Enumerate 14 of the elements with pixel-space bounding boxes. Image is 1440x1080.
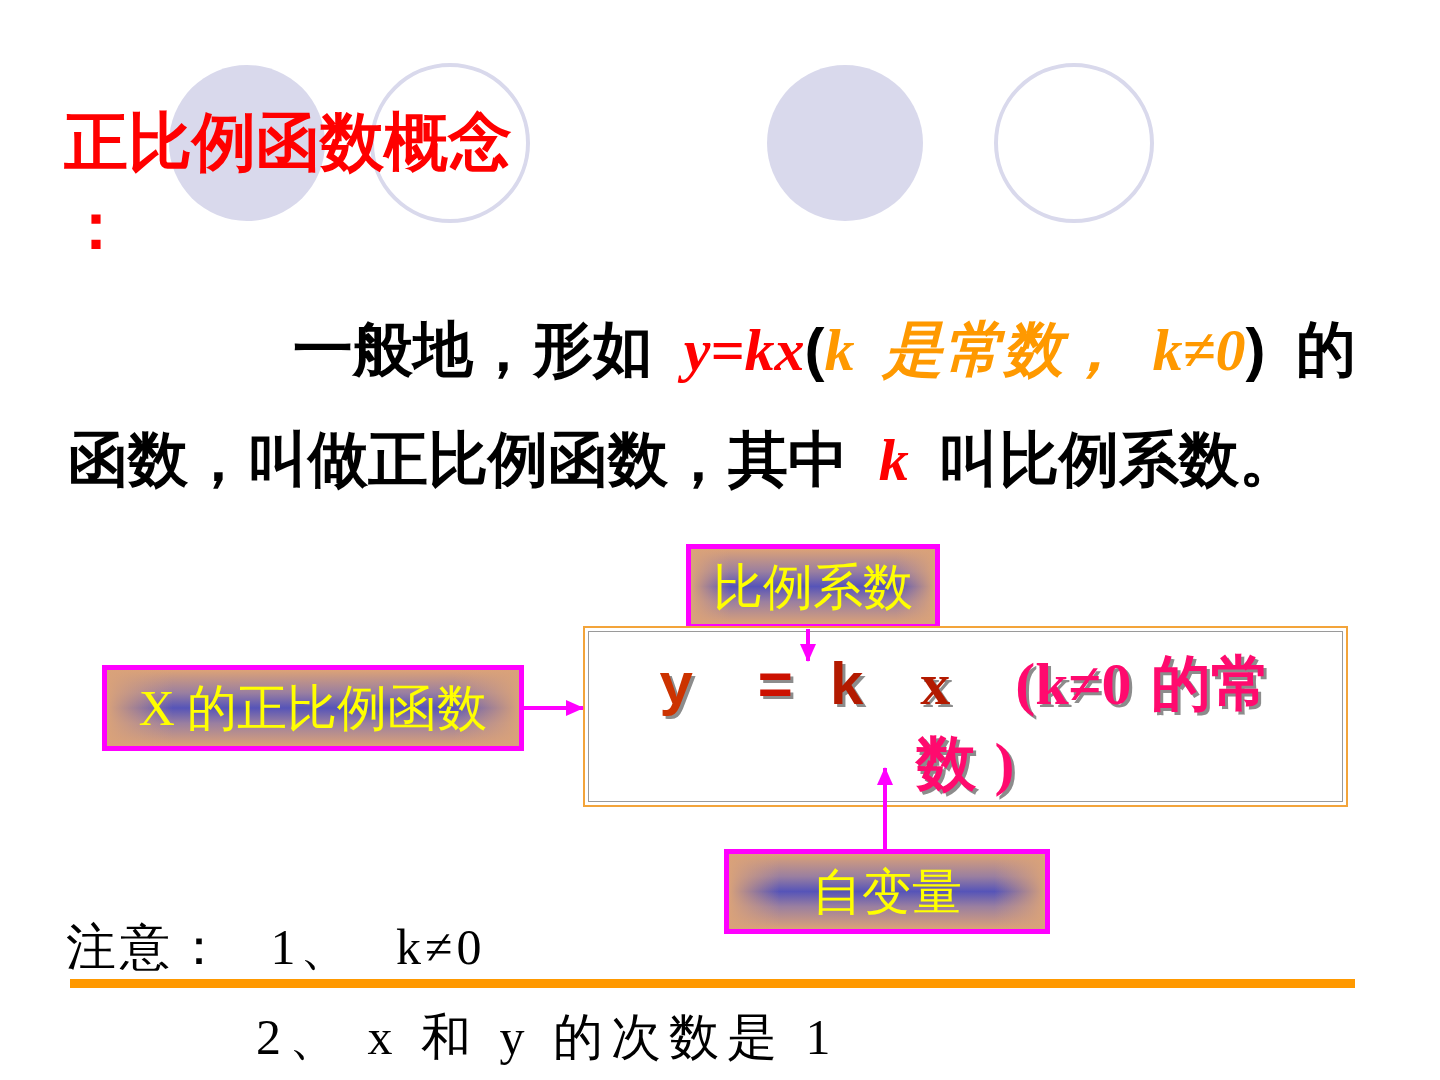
definition-text: 一般地，形如 y=kx(k 是常数， k≠0) 的函数，叫做正比例函数，其中 k 叫比例系数。 xyxy=(68,315,1358,495)
note-text: 2、 x 和 y 的次数是 1 xyxy=(256,1008,840,1067)
formula-box xyxy=(583,626,1348,807)
callout-box xyxy=(686,544,940,629)
callout-text: X 的正比例函数 xyxy=(138,679,488,738)
slide-title: 正比例函数概念： xyxy=(64,104,513,265)
arrow xyxy=(877,767,893,849)
callout-box xyxy=(724,849,1050,934)
callout-text: 比例系数 xyxy=(713,557,913,617)
callout-text: 自变量 xyxy=(812,862,962,922)
note-text: 注意： 1、 k≠0 xyxy=(66,918,487,977)
arrow xyxy=(524,700,584,716)
callout-box xyxy=(102,665,524,751)
formula-text: y = k x (k≠0 的常数 ) xyxy=(658,649,1272,799)
